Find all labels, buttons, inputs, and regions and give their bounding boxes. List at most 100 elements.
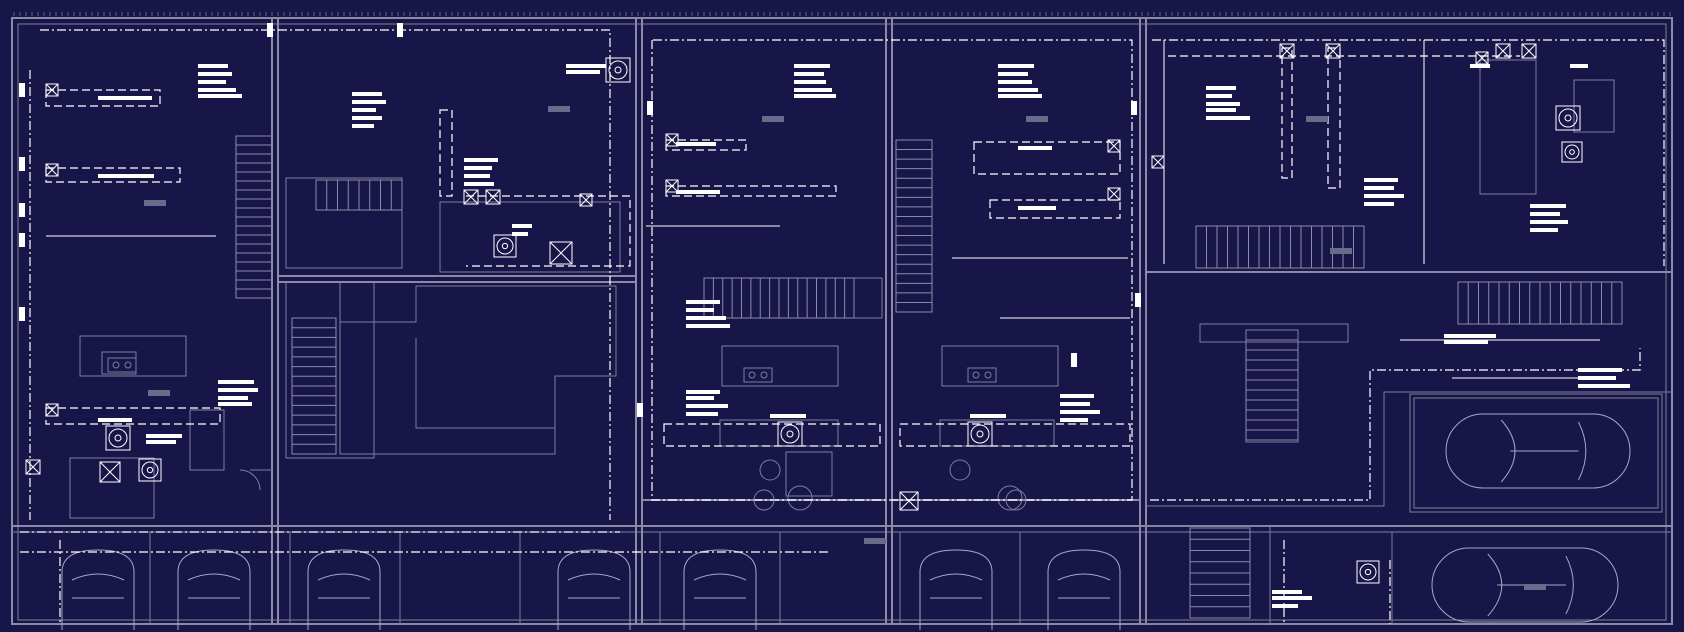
label-tag (1470, 64, 1490, 68)
supply-lines (46, 40, 1600, 379)
label-tag (1272, 596, 1312, 600)
diffuser-x (45, 83, 59, 97)
label-tag (1570, 64, 1588, 68)
label-tag (676, 142, 716, 146)
label-tag (1444, 334, 1496, 338)
vehicle-outline (177, 549, 251, 630)
labels (19, 23, 1630, 608)
label-tag (794, 94, 836, 98)
fan-ring (970, 424, 990, 444)
label-tag (464, 166, 492, 170)
label-tag (464, 158, 498, 162)
fan-ring (780, 424, 800, 444)
vehicle-outline (919, 549, 993, 630)
diffuser-x (99, 461, 121, 483)
label-tag (998, 94, 1042, 98)
wall-register (637, 403, 643, 417)
sink-drain (112, 361, 120, 369)
label-tag (794, 88, 832, 92)
condensing-unit (1005, 489, 1027, 511)
room-tag (1330, 248, 1352, 254)
wall-register (1131, 101, 1137, 115)
sink (107, 357, 137, 373)
label-tag (1530, 204, 1566, 208)
label-tag (198, 64, 228, 68)
label-tag (686, 316, 726, 320)
windshield (693, 573, 747, 581)
wall-register (19, 233, 25, 247)
party-walls (271, 18, 1147, 624)
label-tag (1530, 212, 1560, 216)
label-tag (146, 440, 176, 444)
vehicle-outline (1445, 413, 1631, 489)
windshield (187, 573, 241, 581)
top-tick-strip (13, 12, 1671, 16)
equipment (25, 43, 1583, 584)
fan-hub (614, 66, 622, 74)
label-tag (1530, 228, 1558, 232)
diffuser-x (1151, 155, 1165, 169)
fan-ring (1359, 563, 1377, 581)
fan-ring (1558, 108, 1578, 128)
wall-register (19, 83, 25, 97)
unit-1 (69, 335, 272, 519)
unit-4 (892, 139, 1140, 511)
label-tag (352, 124, 374, 128)
label-tag (1060, 402, 1090, 406)
label-tag (1060, 394, 1094, 398)
diffuser-x (549, 241, 573, 265)
room-tag (1026, 116, 1048, 122)
fan-ring (496, 237, 514, 255)
label-tag (98, 418, 132, 422)
exhaust-fan (605, 57, 631, 83)
windshield (1057, 573, 1111, 581)
label-tag (1272, 590, 1302, 594)
label-tag (770, 414, 806, 418)
vehicle-outline (557, 549, 631, 630)
label-tag (1364, 178, 1398, 182)
supply-diffuser (1325, 43, 1341, 59)
label-tag (686, 300, 720, 304)
stair-unit-5 (1189, 225, 1623, 619)
supply-diffuser (579, 193, 593, 207)
room-tag (144, 200, 166, 206)
diffuser-x (45, 403, 59, 417)
diffuser-x (485, 189, 501, 205)
condensing-unit (753, 489, 775, 511)
room-tag (1306, 116, 1328, 122)
diffuser-x (1107, 187, 1121, 201)
wall-register (19, 157, 25, 171)
sink-drain (748, 371, 756, 379)
label-tag (998, 80, 1032, 84)
sink (743, 367, 773, 383)
room-tag (864, 538, 886, 544)
diffuser-x (1475, 51, 1489, 65)
vehicle-outline (1047, 549, 1121, 630)
fan-hub (1569, 149, 1575, 155)
windshield (71, 573, 125, 581)
exhaust-fan (1561, 141, 1583, 163)
exterior-walls (11, 17, 1673, 625)
label-tag (1272, 604, 1298, 608)
sink-drain (760, 371, 768, 379)
label-tag (1206, 102, 1240, 106)
label-tag (676, 190, 720, 194)
wall-register (267, 23, 273, 37)
supply-diffuser (463, 189, 479, 205)
diffuser-x (899, 491, 919, 511)
label-tag (352, 100, 386, 104)
fan-hub (1364, 568, 1372, 576)
label-tag (1018, 206, 1056, 210)
label-tag (970, 414, 1006, 418)
supply-diffuser (1151, 155, 1165, 169)
sink-drain (972, 371, 980, 379)
label-tag (352, 116, 382, 120)
fan-ring (608, 60, 628, 80)
windshield (567, 573, 621, 581)
sink-drain (124, 361, 132, 369)
label-tag (794, 72, 824, 76)
supply-diffuser (99, 461, 121, 483)
room-tag (148, 390, 170, 396)
supply-diffuser (665, 179, 679, 193)
label-tag (146, 434, 182, 438)
